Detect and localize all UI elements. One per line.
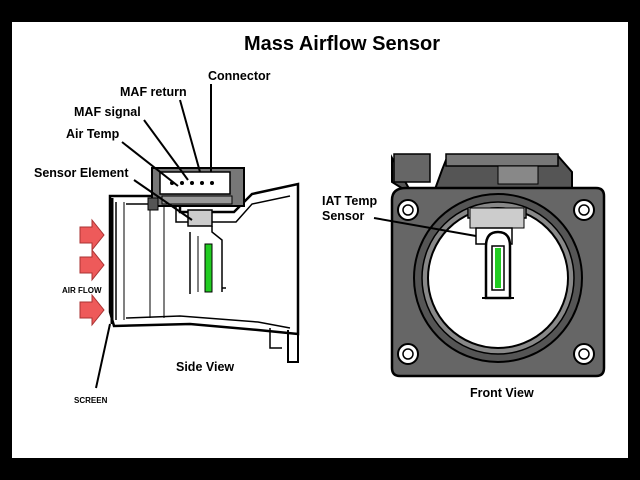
- label-maf-signal: MAF signal: [74, 105, 141, 119]
- label-front-view: Front View: [470, 386, 534, 400]
- leader-lines-side: [95, 84, 212, 389]
- slide: Mass Airflow Sensor: [12, 22, 628, 458]
- label-iat-temp: IAT Temp: [322, 194, 377, 208]
- air-flow-arrows: [79, 218, 105, 327]
- label-connector: Connector: [208, 69, 271, 83]
- side-view-connector: [147, 167, 245, 211]
- label-side-view: Side View: [176, 360, 234, 374]
- diagram-title: Mass Airflow Sensor: [244, 33, 440, 55]
- label-air-flow: AIR FLOW: [62, 286, 102, 295]
- label-sensor-element: Sensor Element: [34, 166, 129, 180]
- label-maf-return: MAF return: [120, 85, 187, 99]
- bolt-hole-icon: [397, 199, 419, 221]
- right-arrow-icon: [79, 248, 105, 282]
- bolt-hole-icon: [573, 343, 595, 365]
- front-view-probe: [475, 227, 514, 300]
- bolt-hole-icon: [573, 199, 595, 221]
- label-air-temp: Air Temp: [66, 127, 120, 141]
- label-screen: SCREEN: [74, 396, 108, 405]
- bolt-holes: [397, 199, 595, 365]
- right-arrow-icon: [79, 293, 105, 327]
- front-sensor-element-green: [495, 248, 501, 288]
- sensor-element-green: [204, 243, 213, 293]
- label-iat-sensor: Sensor: [322, 209, 365, 223]
- maf-diagram: Mass Airflow Sensor: [34, 33, 606, 405]
- right-arrow-icon: [79, 218, 105, 252]
- bolt-hole-icon: [397, 343, 419, 365]
- leader-line-iat: [373, 217, 477, 237]
